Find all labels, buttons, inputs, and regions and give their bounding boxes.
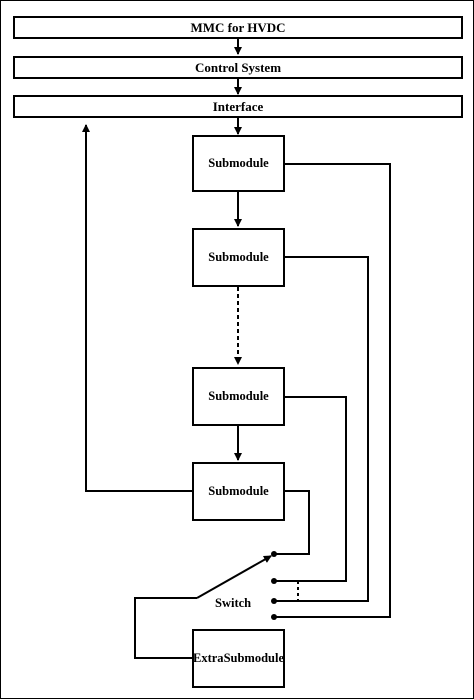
- line-sm1-to-switch: [274, 163, 391, 618]
- extra-submodule-line-2: Submodule: [223, 651, 285, 666]
- extra-submodule-line-1: Extra: [193, 651, 224, 666]
- line-sm2-to-switch: [274, 256, 369, 602]
- switch-contact-3: [271, 598, 277, 604]
- submodule-4: Submodule: [192, 462, 285, 521]
- switch-contact-2: [271, 578, 277, 584]
- line-sm3-to-switch: [274, 396, 347, 582]
- switch-contact-1: [271, 551, 277, 557]
- line-sm4-to-switch: [274, 490, 310, 555]
- control-system-bar: Control System: [13, 56, 463, 79]
- submodule-2: Submodule: [192, 228, 285, 287]
- extra-submodule: Extra Submodule: [192, 629, 285, 688]
- mmc-hvdc-bar: MMC for HVDC: [13, 16, 463, 39]
- feedback-arrow: [82, 124, 193, 492]
- switch-lever: [196, 555, 272, 599]
- submodule-3: Submodule: [192, 367, 285, 426]
- switch-label: Switch: [215, 596, 252, 610]
- switch-contact-4: [271, 614, 277, 620]
- submodule-1: Submodule: [192, 135, 285, 192]
- interface-bar: Interface: [13, 95, 463, 118]
- line-extra-to-switch: [134, 597, 197, 659]
